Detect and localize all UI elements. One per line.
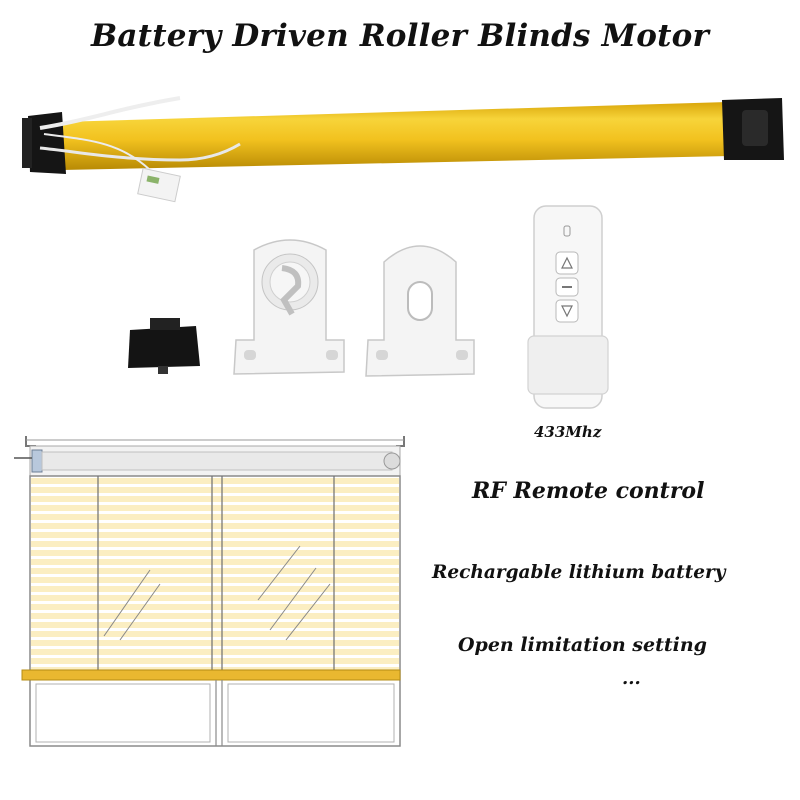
blind-slat <box>31 541 399 547</box>
blind-slat <box>31 514 399 520</box>
feature-open-limit: Open limitation setting <box>458 634 707 656</box>
blind-slat <box>31 631 399 637</box>
blind-slat <box>31 604 399 610</box>
blind-slat <box>31 667 399 673</box>
feature-rf-remote: RF Remote control <box>472 478 705 504</box>
blind-slat <box>31 568 399 574</box>
blind-slat <box>31 496 399 502</box>
blind-slat <box>31 622 399 628</box>
feature-more-ellipsis: ... <box>622 668 641 689</box>
blind-slat <box>31 505 399 511</box>
blind-slat <box>31 658 399 664</box>
blind-slat <box>31 613 399 619</box>
product-title: Battery Driven Roller Blinds Motor <box>90 18 710 54</box>
blind-slat <box>31 586 399 592</box>
remote-frequency-label: 433Mhz <box>534 423 602 441</box>
blind-slat <box>31 577 399 583</box>
feature-rechargeable-battery: Rechargable lithium battery <box>432 562 726 583</box>
blind-slat <box>31 649 399 655</box>
blind-slat <box>31 595 399 601</box>
blind-slat <box>31 550 399 556</box>
blind-slat <box>31 478 399 484</box>
blind-slat <box>31 640 399 646</box>
blind-slat <box>31 523 399 529</box>
blind-slat <box>31 487 399 493</box>
blind-slat <box>31 559 399 565</box>
blind-slat <box>31 532 399 538</box>
blind-slats <box>31 478 399 673</box>
